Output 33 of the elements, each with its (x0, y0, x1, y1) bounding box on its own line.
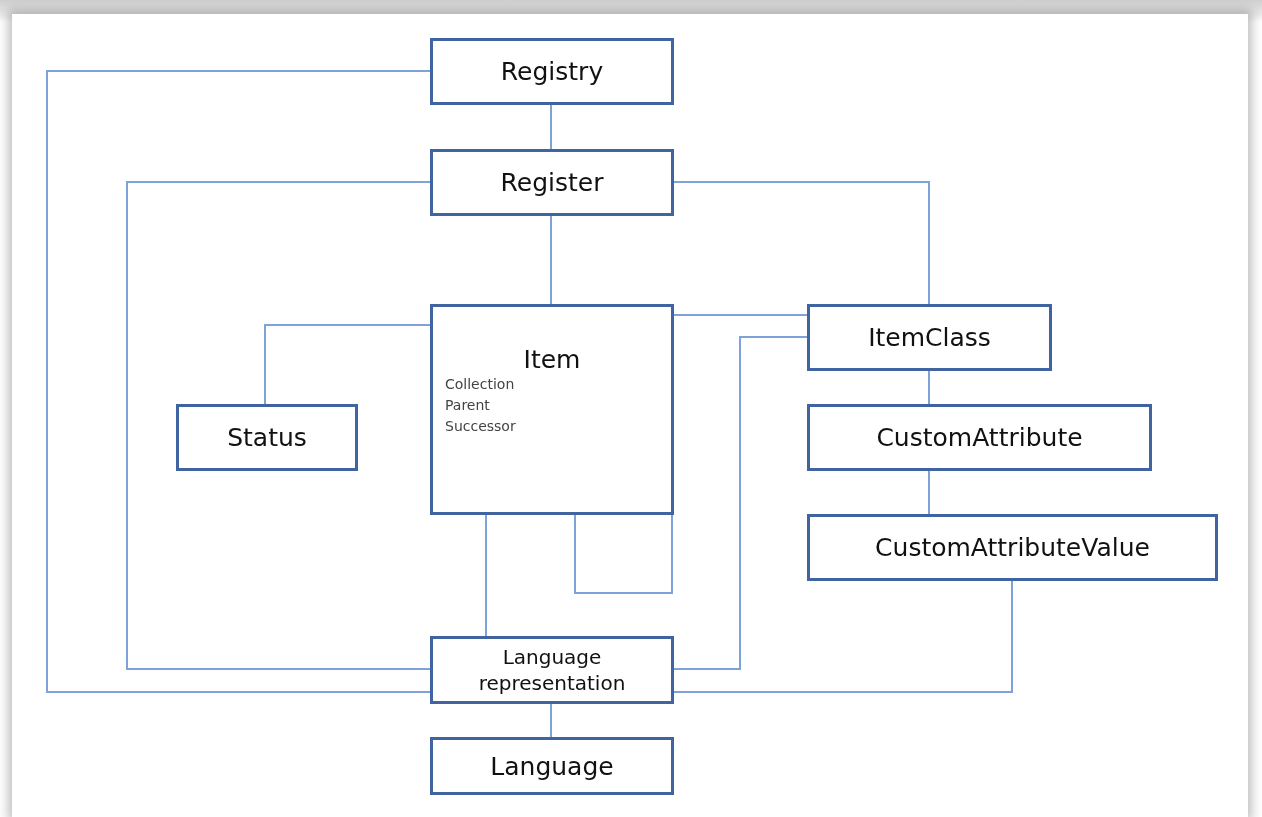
connector-line (673, 181, 930, 305)
connector-line (574, 514, 673, 594)
entity-name: Registry (500, 57, 604, 86)
entity-name: Language (490, 751, 614, 781)
entity-box (430, 149, 674, 216)
connector-line (550, 703, 552, 738)
entity-name: Register (500, 168, 604, 197)
connector-line (928, 470, 930, 515)
entity-box (430, 304, 674, 515)
entity-name: ItemClass (868, 323, 991, 352)
connector-line (928, 370, 930, 405)
entity-box (807, 404, 1152, 471)
connector-line (673, 336, 808, 670)
connector-line (550, 215, 552, 305)
connector-line (550, 104, 552, 150)
entity-name: Language representation (477, 644, 627, 696)
connector-line (673, 314, 808, 316)
entity-box (176, 404, 358, 471)
entity-name: CustomAttributeValue (875, 533, 1150, 562)
entity-name: Item (523, 345, 581, 374)
connector-line (126, 181, 431, 670)
entity-box (807, 514, 1218, 581)
connector-line (264, 324, 431, 405)
connector-line (673, 580, 1013, 693)
attribute-list: Collection Parent Successor (445, 374, 529, 437)
connector-line (46, 70, 431, 693)
entity-box (807, 304, 1052, 371)
connector-line (485, 514, 487, 637)
entity-box (430, 636, 674, 704)
entity-name: Status (227, 423, 307, 452)
entity-box (430, 737, 674, 795)
entity-box (430, 38, 674, 105)
entity-name: CustomAttribute (876, 423, 1083, 452)
